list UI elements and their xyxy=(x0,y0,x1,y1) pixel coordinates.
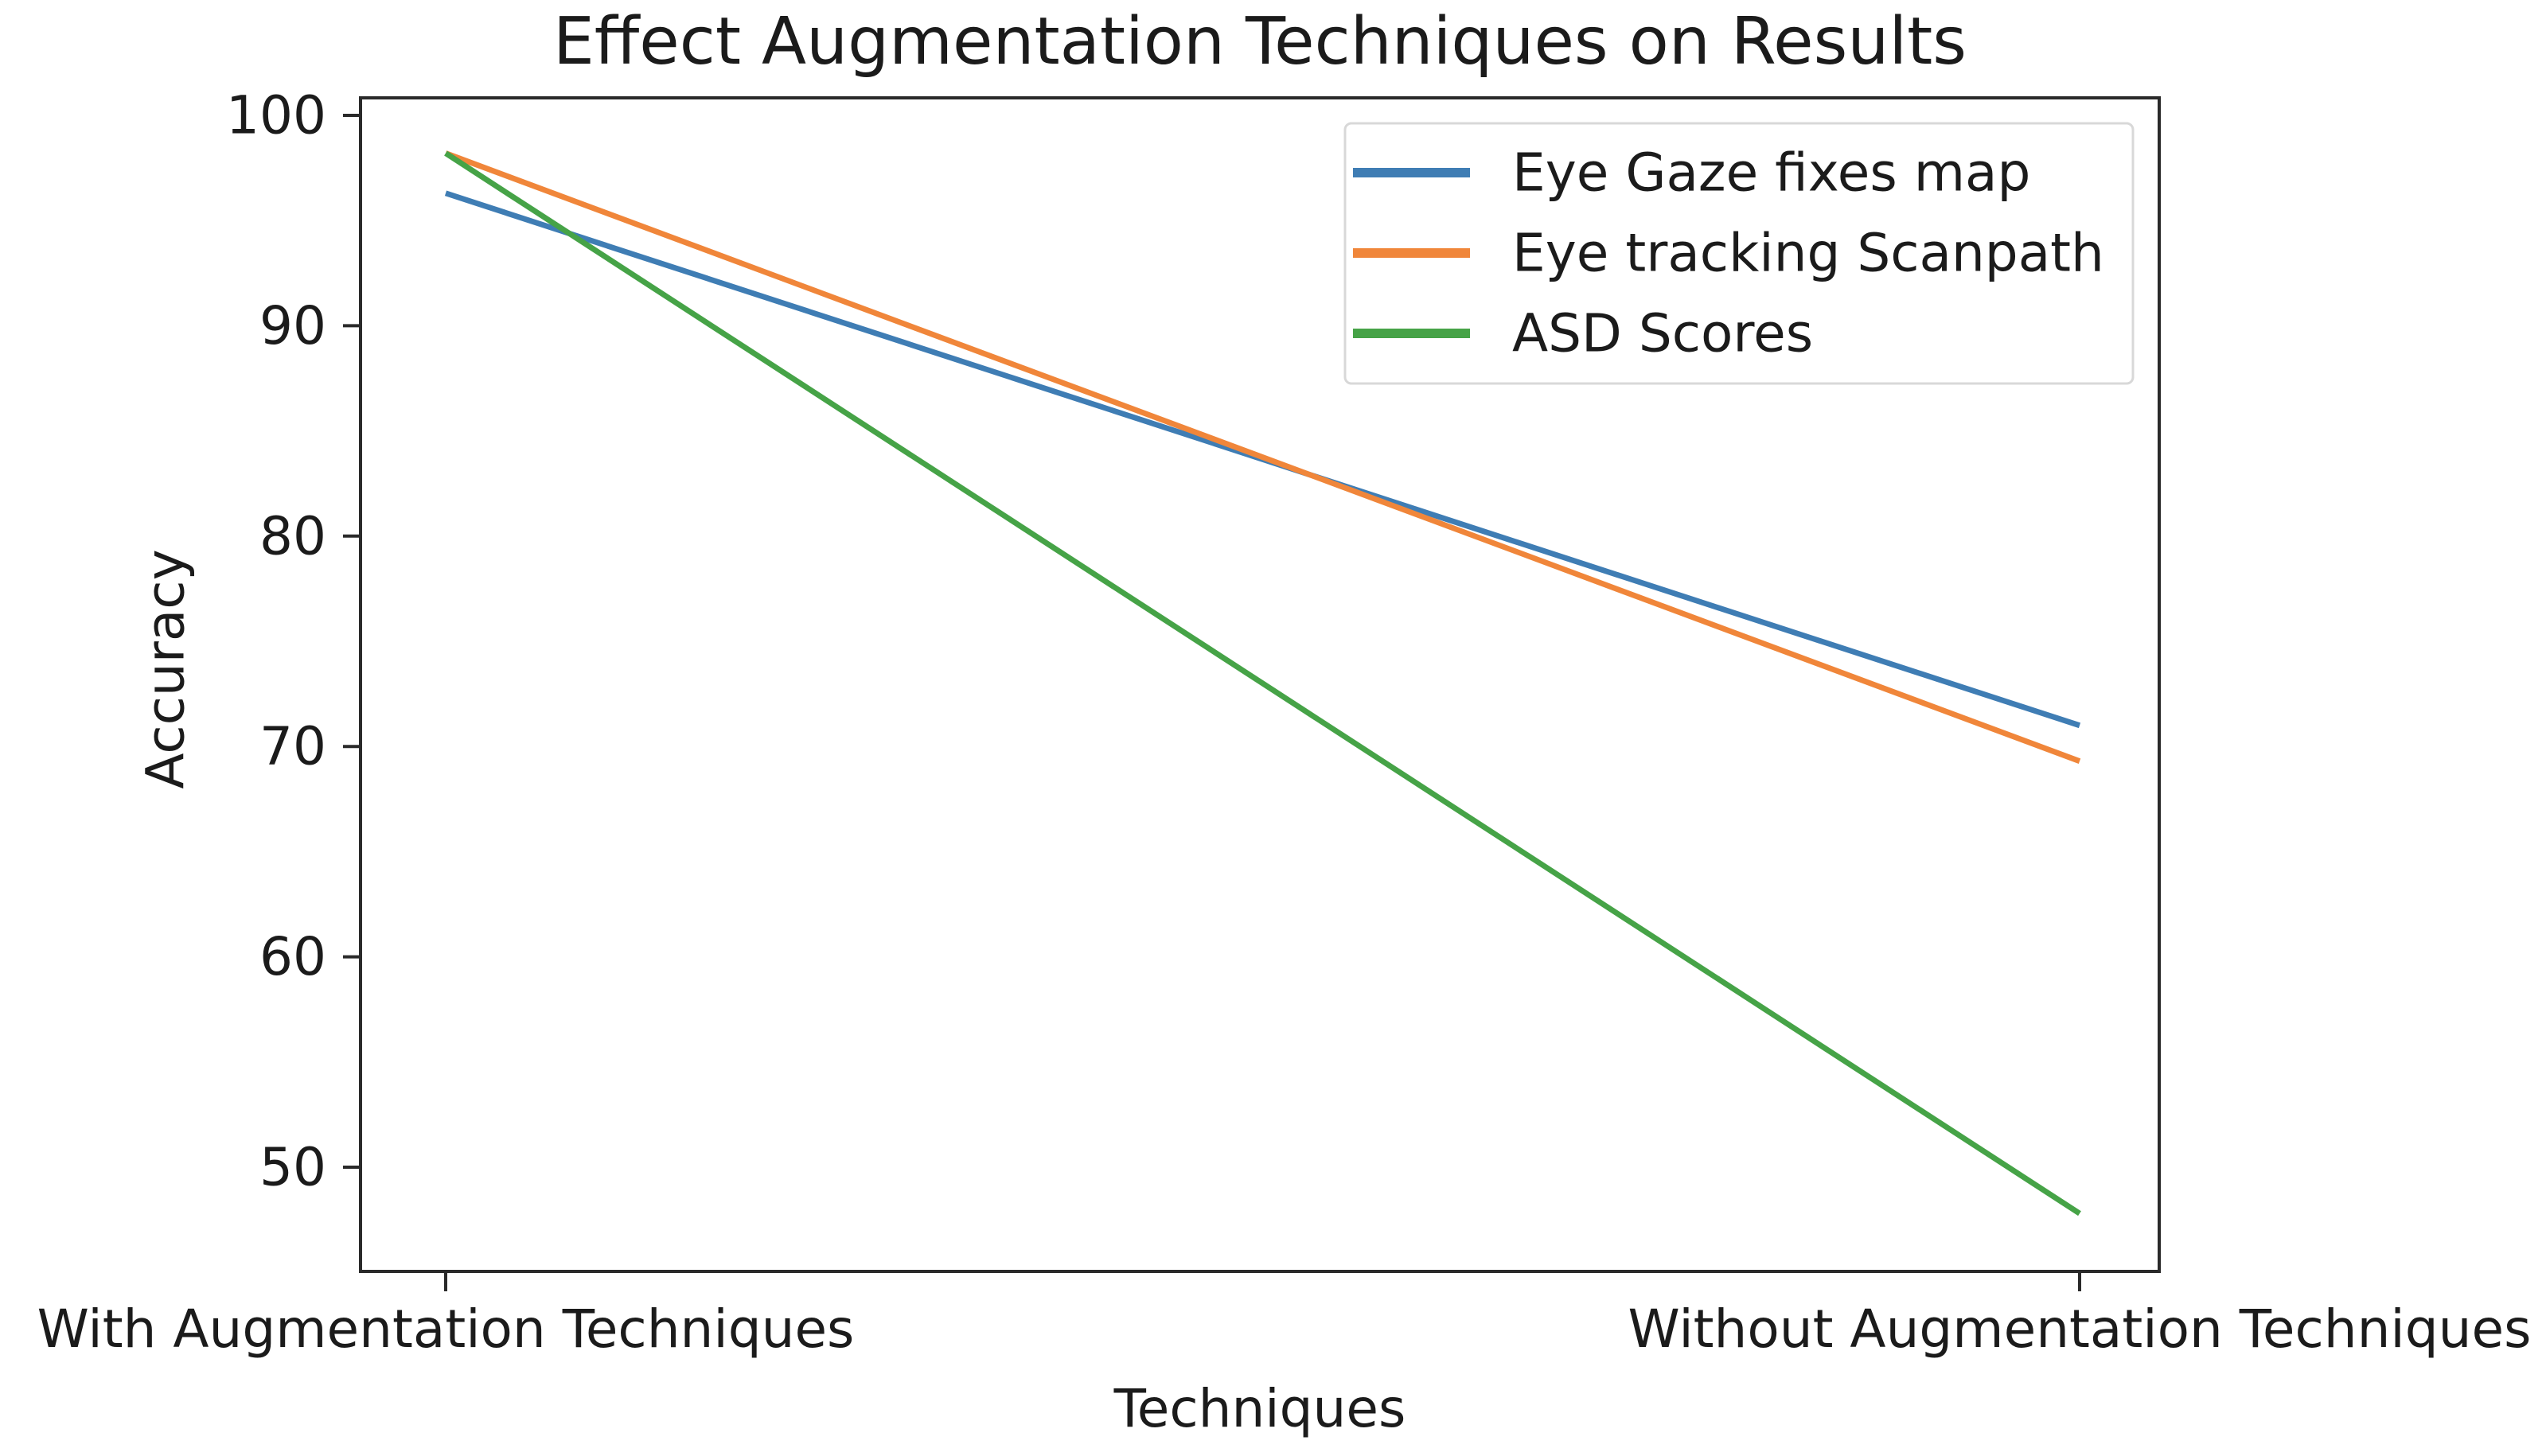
legend-label: Eye tracking Scanpath xyxy=(1512,223,2104,284)
y-tick-label: 70 xyxy=(259,716,326,777)
y-tick-label: 80 xyxy=(259,505,326,566)
legend-label: ASD Scores xyxy=(1512,303,1813,364)
y-axis-label: Accuracy xyxy=(135,549,197,789)
legend-box xyxy=(1343,122,2135,385)
series-line-eye-tracking-scanpath xyxy=(444,150,2081,764)
y-tick-label: 90 xyxy=(259,295,326,356)
chart-title: Effect Augmentation Techniques on Result… xyxy=(553,4,1967,80)
x-tick-label: Without Augmentation Techniques xyxy=(1628,1298,2532,1360)
axes-frame xyxy=(359,96,2161,1273)
x-axis-label: Techniques xyxy=(1113,1378,1406,1439)
y-tick-label: 60 xyxy=(259,926,326,987)
x-tick-label: With Augmentation Techniques xyxy=(37,1298,855,1360)
y-tick-label: 100 xyxy=(226,85,326,146)
legend-label: Eye Gaze fixes map xyxy=(1512,142,2030,204)
y-tick-label: 50 xyxy=(259,1137,326,1198)
series-line-asd-scores xyxy=(444,150,2081,1217)
